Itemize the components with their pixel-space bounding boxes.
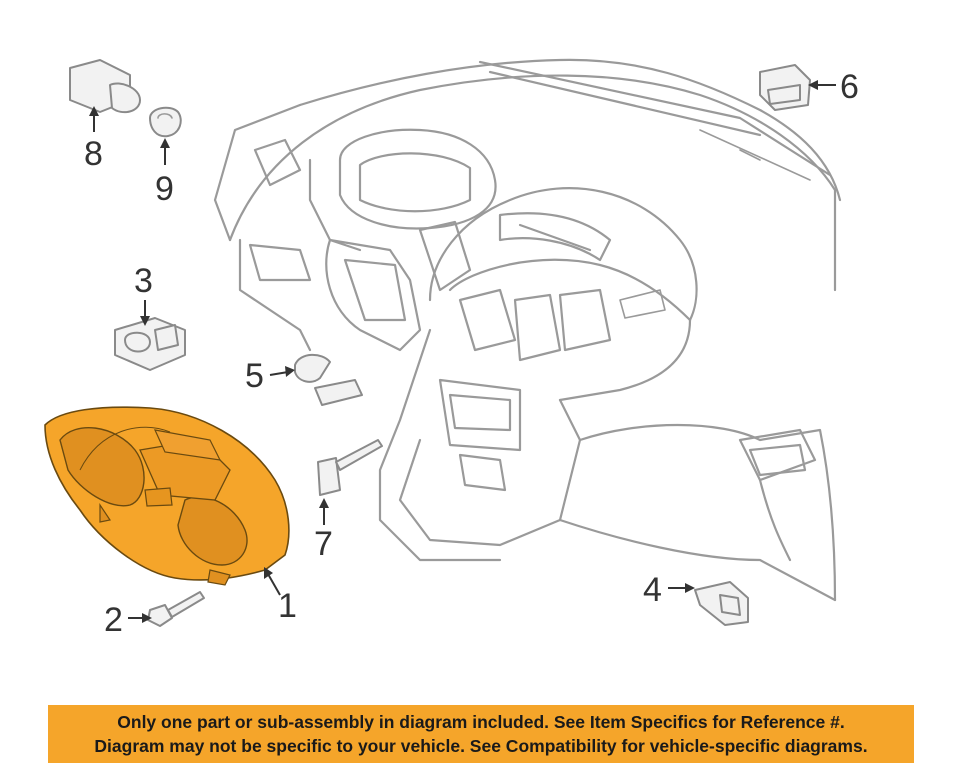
instrument-cluster-part (44, 406, 290, 586)
knob-switch-part (69, 59, 141, 114)
dashboard-outline (213, 58, 842, 602)
disclaimer-banner: Only one part or sub-assembly in diagram… (48, 705, 914, 763)
banner-line-2: Diagram may not be specific to your vehi… (94, 736, 868, 756)
callout-3: 3 (134, 262, 153, 300)
callout-leaders (89, 80, 836, 623)
callout-5: 5 (245, 357, 264, 395)
switch-part (114, 317, 186, 371)
bracket-part (694, 581, 749, 626)
socket-part (317, 439, 383, 496)
cap-part (759, 64, 811, 111)
callout-8: 8 (84, 135, 103, 173)
callout-7: 7 (314, 525, 333, 563)
bolt-part (147, 591, 205, 627)
parts-diagram: 1 2 3 4 5 6 7 8 9 (44, 58, 859, 639)
banner-line-1: Only one part or sub-assembly in diagram… (117, 712, 845, 732)
callout-2: 2 (104, 601, 123, 639)
callout-4: 4 (643, 571, 662, 609)
clip-part (294, 353, 363, 406)
callout-9: 9 (155, 170, 174, 208)
callout-6: 6 (840, 68, 859, 106)
callout-1: 1 (278, 587, 297, 625)
ring-part (149, 106, 182, 138)
